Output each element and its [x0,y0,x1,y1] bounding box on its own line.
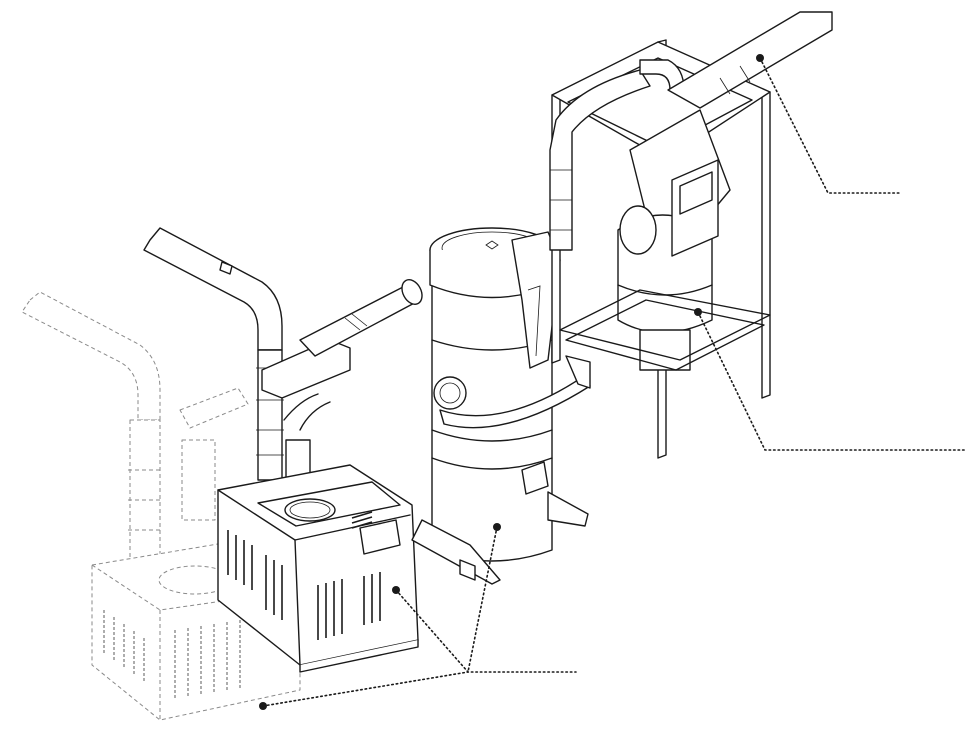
leader-line [262,671,469,707]
callout-overhead-duct [756,54,901,194]
cyclone-separator-assembly [549,11,833,459]
callout-cyclone-separator [694,308,966,451]
leader-line [395,589,577,673]
leader-line [467,526,498,673]
central-canister-unit [411,227,591,585]
leader-line [697,311,966,451]
leader-line [759,57,901,194]
callout-power-units [259,523,577,710]
power-unit [143,227,423,673]
